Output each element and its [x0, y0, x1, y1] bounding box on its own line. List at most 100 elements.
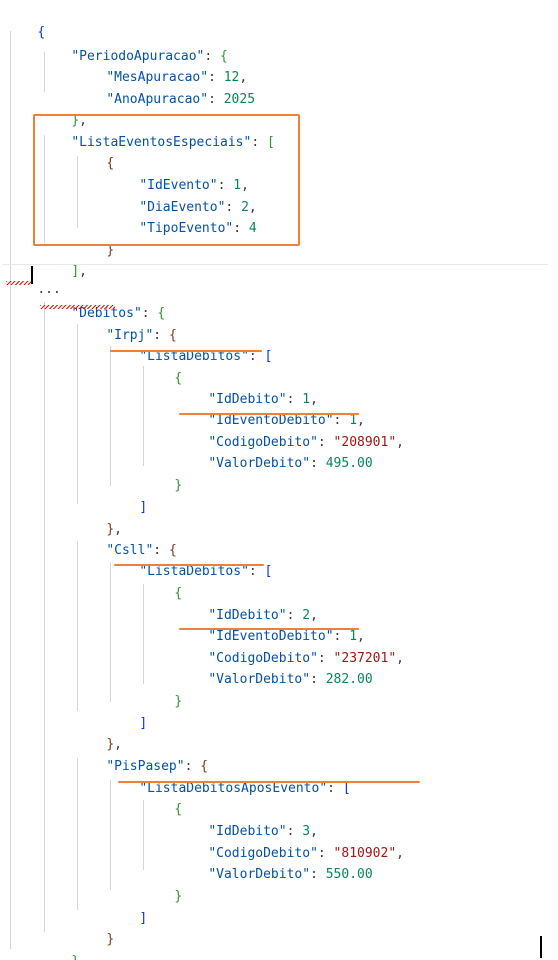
code-line: "PisPasep": {: [75, 743, 208, 774]
json-key: "ValorDebito": [208, 456, 311, 471]
json-string: "810902": [333, 846, 397, 861]
indent-guide: [44, 52, 45, 92]
colon: :: [233, 221, 249, 236]
comma: ,: [396, 435, 404, 450]
json-number: 2025: [223, 92, 256, 107]
indent-guide: [143, 584, 144, 684]
brace: }: [106, 932, 115, 947]
json-number: 495.00: [325, 456, 373, 471]
code-line: "Csll": {: [75, 527, 176, 558]
brace: {: [168, 328, 177, 343]
highlight-underline: [179, 628, 359, 630]
json-number: 3: [302, 824, 311, 839]
colon: :: [248, 349, 265, 364]
code-line: "MesApuracao": 12,: [75, 54, 247, 85]
separator-line: [2, 264, 548, 265]
json-key: "DiaEvento": [139, 200, 226, 215]
highlight-underline: [110, 350, 262, 352]
brace: }: [106, 522, 115, 537]
code-line: "IdEvento": 1,: [108, 162, 249, 193]
json-key: "IdEvento": [139, 178, 218, 193]
bracket: [: [267, 135, 275, 150]
highlight-box: [33, 114, 300, 246]
indent-guide: [44, 135, 45, 243]
json-number: 550.00: [325, 867, 373, 882]
indent-guide: [10, 31, 11, 949]
indent-guide: [110, 346, 111, 486]
brace: {: [220, 49, 228, 64]
code-line: "IdDebito": 1,: [177, 376, 318, 407]
json-number: 1: [349, 629, 358, 644]
code-line: "ValorDebito": 495.00: [177, 440, 372, 471]
code-line: }: [75, 227, 114, 258]
code-line: {: [143, 355, 182, 386]
comma: ,: [241, 178, 249, 193]
code-line: {: [143, 570, 182, 601]
code-line: "DiaEvento": 2,: [108, 184, 256, 215]
colon: :: [317, 846, 334, 861]
code-line: {: [6, 9, 45, 40]
colon: :: [310, 672, 326, 687]
brace: {: [174, 371, 183, 386]
code-line: "IdEventoDebito": 1,: [177, 397, 365, 428]
code-line: "IdEventoDebito": 1,: [177, 613, 365, 644]
json-key: "PeriodoApuracao": [71, 49, 205, 64]
comma: ,: [310, 392, 318, 407]
json-key: "CodigoDebito": [208, 651, 318, 666]
code-line: ]: [108, 895, 147, 926]
brace: {: [168, 543, 177, 558]
brace: }: [71, 954, 79, 960]
comma: ,: [248, 200, 257, 215]
bracket: ]: [139, 716, 148, 731]
colon: :: [317, 651, 334, 666]
text-cursor: [540, 936, 542, 958]
colon: :: [225, 200, 242, 215]
bracket: ]: [139, 911, 148, 926]
brace: }: [106, 243, 115, 258]
ellipsis: ...: [37, 282, 61, 297]
bracket: ]: [71, 264, 80, 279]
json-key: "ListaEventosEspeciais": [71, 135, 252, 150]
brace: {: [174, 802, 183, 817]
indent-guide: [143, 800, 144, 870]
code-line: "ValorDebito": 550.00: [177, 851, 372, 882]
json-key: "ListaDebitosAposEvento": [139, 781, 328, 796]
json-key: "IdEventoDebito": [208, 413, 334, 428]
code-line: }: [40, 938, 79, 960]
code-line: "AnoApuracao": 2025: [75, 76, 255, 107]
json-number: 4: [248, 221, 257, 236]
code-line: "TipoEvento": 4: [108, 205, 256, 236]
colon: :: [208, 70, 224, 85]
colon: :: [286, 608, 303, 623]
comma: ,: [310, 608, 318, 623]
indent-guide: [110, 780, 111, 890]
json-number: 1: [233, 178, 242, 193]
code-line: "CodigoDebito": "810902",: [177, 830, 404, 861]
highlight-underline: [118, 781, 420, 783]
json-number: 12: [223, 70, 240, 85]
code-line: }: [143, 678, 182, 709]
bracket: [: [264, 564, 273, 579]
colon: :: [208, 92, 224, 107]
json-number: 2: [302, 608, 311, 623]
json-key: "IdDebito": [208, 608, 287, 623]
code-line: "PeriodoApuracao": {: [40, 33, 228, 64]
json-string: "208901": [333, 435, 397, 450]
colon: :: [153, 328, 169, 343]
json-key: "PisPasep": [106, 759, 185, 774]
code-line: "ListaDebitos": [: [108, 333, 272, 364]
bracket: [: [342, 781, 351, 796]
colon: :: [204, 49, 221, 64]
json-key: "CodigoDebito": [208, 846, 318, 861]
comma: ,: [396, 846, 404, 861]
colon: :: [251, 135, 267, 150]
code-line: },: [40, 97, 87, 128]
brace: {: [200, 759, 209, 774]
brace: }: [106, 737, 115, 752]
json-key: "CodigoDebito": [208, 435, 318, 450]
colon: :: [286, 392, 303, 407]
colon: :: [248, 564, 265, 579]
colon: :: [217, 178, 234, 193]
comma: ,: [357, 413, 365, 428]
json-key: "AnoApuracao": [106, 92, 209, 107]
